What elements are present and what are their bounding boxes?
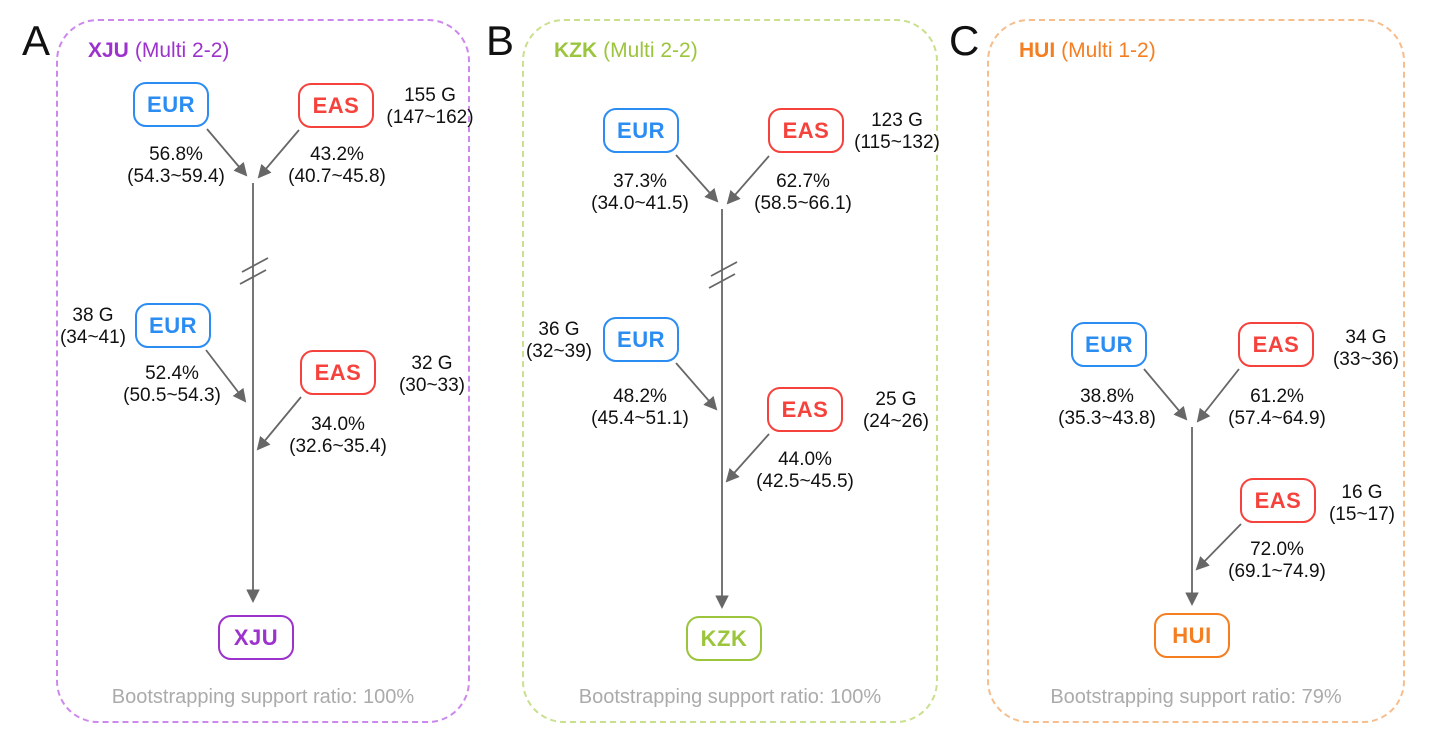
panel-title-suffix: (Multi 2-2) [134, 39, 230, 62]
panel-letter-a: A [22, 17, 51, 64]
admixture-percent-label: 52.4% (50.5~54.3) [123, 363, 221, 407]
node-target-kzk: KZK [686, 616, 762, 661]
admixture-percent-label: 48.2% (45.4~51.1) [591, 386, 689, 430]
percent-value: 37.3% [613, 171, 667, 192]
node-target-xju: XJU [218, 615, 294, 660]
node-eas-top-hui: EAS [1238, 322, 1314, 367]
bootstrap-support-label: Bootstrapping support ratio: 79% [1050, 686, 1342, 708]
panel-kzk: KZK(Multi 2-2) Bootstrapping support rat… [522, 19, 938, 723]
panel-xju: XJU(Multi 2-2) Bootstrapping support rat… [56, 19, 470, 723]
generations-label: 155 G (147~162) [386, 85, 473, 129]
generations-value: 123 G [871, 110, 923, 131]
percent-value: 43.2% [310, 144, 364, 165]
node-eur-mid-xju: EUR [135, 303, 211, 348]
admixture-percent-label: 61.2% (57.4~64.9) [1228, 386, 1326, 430]
generations-value: 155 G [404, 85, 456, 106]
generations-value: 36 G [538, 319, 580, 340]
panel-title-name: HUI [1019, 39, 1056, 62]
percent-range: (35.3~43.8) [1058, 408, 1156, 429]
percent-value: 56.8% [149, 144, 203, 165]
admixture-percent-label: 34.0% (32.6~35.4) [289, 414, 387, 458]
panel-title-kzk: KZK(Multi 2-2) [554, 39, 698, 63]
generations-value: 38 G [72, 305, 114, 326]
node-eas-top-kzk: EAS [768, 108, 844, 153]
generations-label: 123 G (115~132) [854, 110, 940, 154]
percent-range: (54.3~59.4) [127, 166, 225, 187]
generations-range: (32~39) [525, 341, 593, 362]
node-eas-mid-kzk: EAS [767, 387, 843, 432]
generations-label: 38 G (34~41) [60, 305, 126, 349]
generations-label: 16 G (15~17) [1329, 482, 1395, 526]
panel-title-suffix: (Multi 2-2) [603, 39, 698, 62]
panel-title-name: KZK [554, 39, 598, 62]
admixture-percent-label: 44.0% (42.5~45.5) [756, 449, 854, 493]
percent-value: 38.8% [1080, 386, 1134, 407]
node-target-hui: HUI [1154, 613, 1230, 658]
percent-value: 34.0% [311, 414, 365, 435]
percent-value: 61.2% [1250, 386, 1304, 407]
generations-label: 25 G (24~26) [863, 389, 929, 433]
percent-range: (69.1~74.9) [1228, 561, 1326, 582]
admixture-percent-label: 62.7% (58.5~66.1) [754, 171, 852, 215]
generations-range: (34~41) [59, 327, 127, 348]
generations-value: 32 G [411, 353, 453, 374]
percent-range: (34.0~41.5) [591, 193, 689, 214]
panel-title-suffix: (Multi 1-2) [1061, 39, 1156, 62]
generations-range: (147~162) [386, 107, 474, 128]
admixture-percent-label: 56.8% (54.3~59.4) [127, 144, 225, 188]
percent-value: 62.7% [776, 171, 830, 192]
generations-range: (15~17) [1328, 504, 1396, 525]
node-eur-top-xju: EUR [133, 82, 209, 127]
percent-value: 44.0% [778, 449, 832, 470]
admixture-percent-label: 43.2% (40.7~45.8) [288, 144, 386, 188]
percent-value: 72.0% [1250, 539, 1304, 560]
node-eas-mid-xju: EAS [300, 350, 376, 395]
percent-range: (50.5~54.3) [123, 385, 221, 406]
panel-title-hui: HUI(Multi 1-2) [1019, 39, 1156, 63]
percent-range: (40.7~45.8) [288, 166, 386, 187]
generations-value: 34 G [1345, 327, 1387, 348]
node-eas-top-xju: EAS [298, 83, 374, 128]
percent-range: (42.5~45.5) [756, 471, 854, 492]
generations-range: (115~132) [854, 132, 940, 153]
percent-value: 48.2% [613, 386, 667, 407]
generations-range: (30~33) [398, 375, 466, 396]
generations-label: 32 G (30~33) [399, 353, 465, 397]
panel-title-name: XJU [88, 39, 129, 62]
percent-value: 52.4% [145, 363, 199, 384]
admixture-percent-label: 37.3% (34.0~41.5) [591, 171, 689, 215]
generations-label: 36 G (32~39) [526, 319, 592, 363]
node-eur-mid-kzk: EUR [603, 317, 679, 362]
bootstrap-support-label: Bootstrapping support ratio: 100% [111, 686, 415, 708]
percent-range: (58.5~66.1) [754, 193, 852, 214]
generations-range: (33~36) [1332, 349, 1400, 370]
generations-label: 34 G (33~36) [1333, 327, 1399, 371]
generations-range: (24~26) [862, 411, 930, 432]
panel-letter-c: C [949, 17, 980, 64]
percent-range: (45.4~51.1) [591, 408, 689, 429]
bootstrap-support-label: Bootstrapping support ratio: 100% [578, 686, 882, 708]
node-eur-top-kzk: EUR [603, 108, 679, 153]
percent-range: (57.4~64.9) [1228, 408, 1326, 429]
admixture-percent-label: 38.8% (35.3~43.8) [1058, 386, 1156, 430]
admixture-percent-label: 72.0% (69.1~74.9) [1228, 539, 1326, 583]
node-eur-top-hui: EUR [1071, 322, 1147, 367]
panel-hui: HUI(Multi 1-2) Bootstrapping support rat… [987, 19, 1405, 723]
panel-letter-b: B [486, 17, 515, 64]
node-eas-mid-hui: EAS [1240, 478, 1316, 523]
percent-range: (32.6~35.4) [289, 436, 387, 457]
panel-title-xju: XJU(Multi 2-2) [88, 39, 229, 63]
generations-value: 25 G [875, 389, 917, 410]
generations-value: 16 G [1341, 482, 1383, 503]
